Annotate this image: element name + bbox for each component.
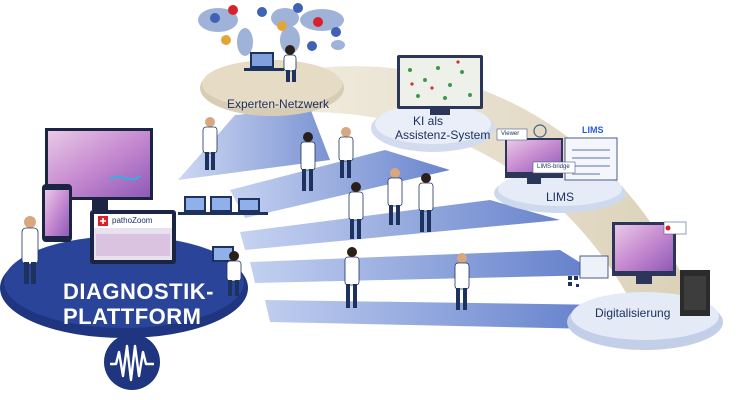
lims-bridge-tag-label: LIMS-bridge [537,164,570,170]
pathozoom-logo-text: pathoZoom [112,216,153,225]
qr-code-icon [568,276,579,287]
staff-figures [202,117,470,310]
digitization-node [567,221,723,350]
viewer-tag [496,128,528,141]
link-icon [533,124,547,138]
expert-workstation-icon [244,45,297,82]
lims-badge: LIMS [582,125,604,135]
lims-label: LIMS [546,190,575,204]
expert-pins [210,3,341,51]
viewer-tag-label: Viewer [501,131,520,137]
platform-title-line2: PLATTFORM [63,304,202,329]
platform-title-line1: DIAGNOSTIK- [63,279,214,304]
lims-bridge-tag [532,161,576,174]
world-map-icon [198,8,345,56]
ai-analysis-dots [408,66,472,100]
ai-node [371,55,495,152]
platform-node [0,128,248,390]
pathologist-figure [21,216,39,284]
workstation-group [178,196,268,262]
experts-label: Experten-Netzwerk [227,97,330,111]
experts-node [198,3,345,116]
digital-label: Digitalisierung [595,306,671,320]
ai-label-line2: Assistenz-System [395,128,491,142]
lims-node [494,124,626,213]
ai-label-line1: KI als [413,114,444,128]
